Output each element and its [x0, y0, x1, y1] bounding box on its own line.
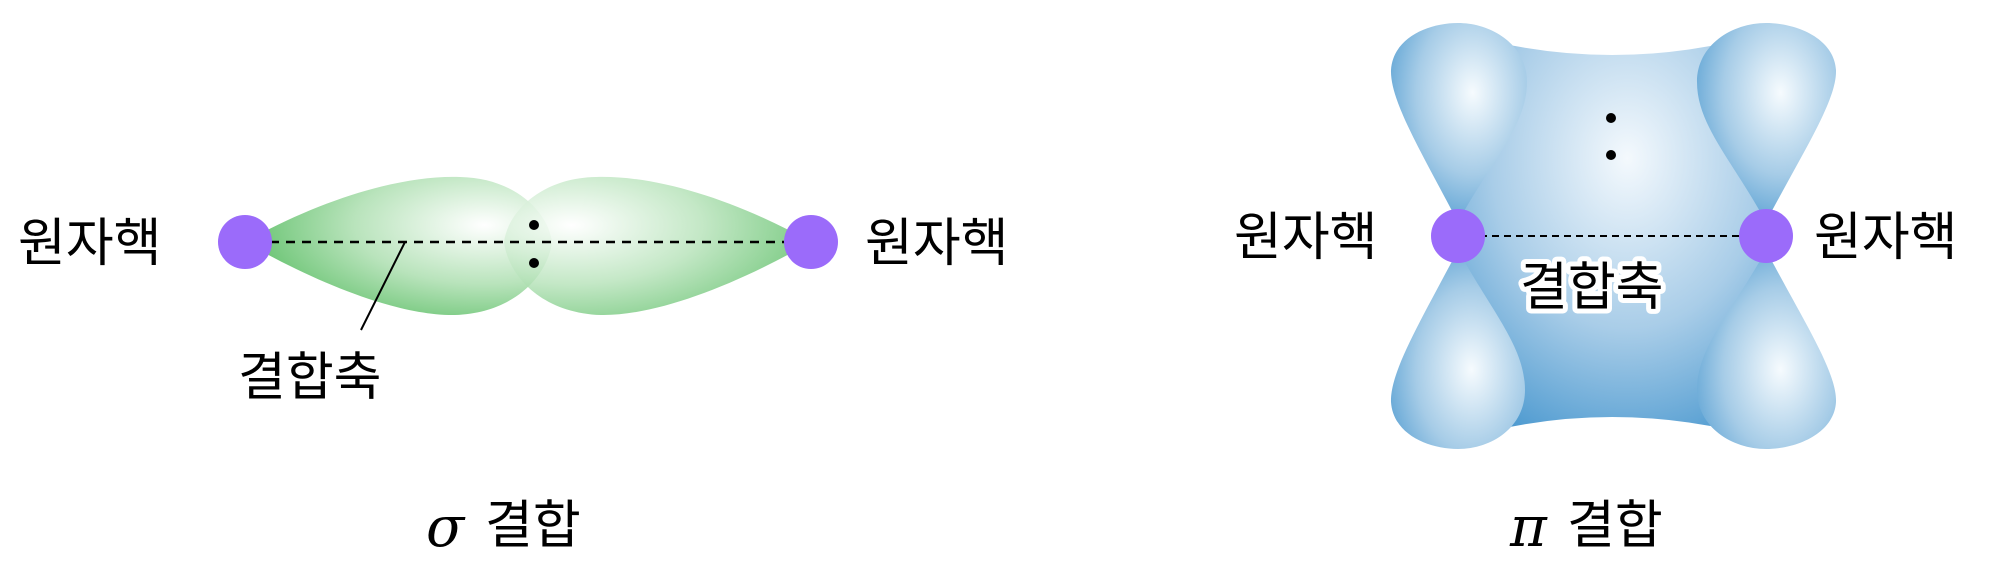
pi-orbital-top-right-lobe: [1697, 23, 1837, 222]
electron-dot: [1606, 150, 1616, 160]
sigma-axis-leader-line: [360, 241, 406, 331]
pi-orbital-top-left-lobe: [1390, 23, 1527, 222]
pi-axis-label: 결합축: [1520, 258, 1664, 318]
pi-orbital-bottom-right-lobe: [1697, 250, 1837, 449]
pi-left-nucleus-label: 원자핵: [1234, 208, 1378, 268]
electron-dot: [1606, 113, 1616, 123]
sigma-orbital-left-lobe: [245, 176, 552, 316]
pi-title: 결합: [1567, 496, 1663, 556]
pi-bond-diagram: 원자핵 원자핵 결합축 π 결합: [1234, 23, 1958, 560]
pi-right-nucleus-label: 원자핵: [1814, 208, 1958, 268]
sigma-axis-label: 결합축: [238, 348, 382, 408]
sigma-bond-diagram: 원자핵 원자핵 결합축 σ 결합: [18, 176, 1009, 560]
sigma-right-nucleus-label: 원자핵: [865, 214, 1009, 274]
pi-orbital-bottom-left-lobe: [1390, 250, 1525, 449]
sigma-symbol: σ: [426, 495, 466, 560]
electron-dot: [529, 258, 539, 268]
sigma-right-nucleus: [784, 215, 838, 269]
pi-symbol: π: [1509, 495, 1548, 560]
sigma-left-nucleus: [218, 215, 272, 269]
sigma-orbital-right-lobe: [504, 176, 811, 316]
electron-dot: [529, 220, 539, 230]
pi-right-nucleus: [1739, 209, 1793, 263]
sigma-left-nucleus-label: 원자핵: [18, 214, 162, 274]
pi-left-nucleus: [1431, 209, 1485, 263]
sigma-title: 결합: [485, 496, 581, 556]
